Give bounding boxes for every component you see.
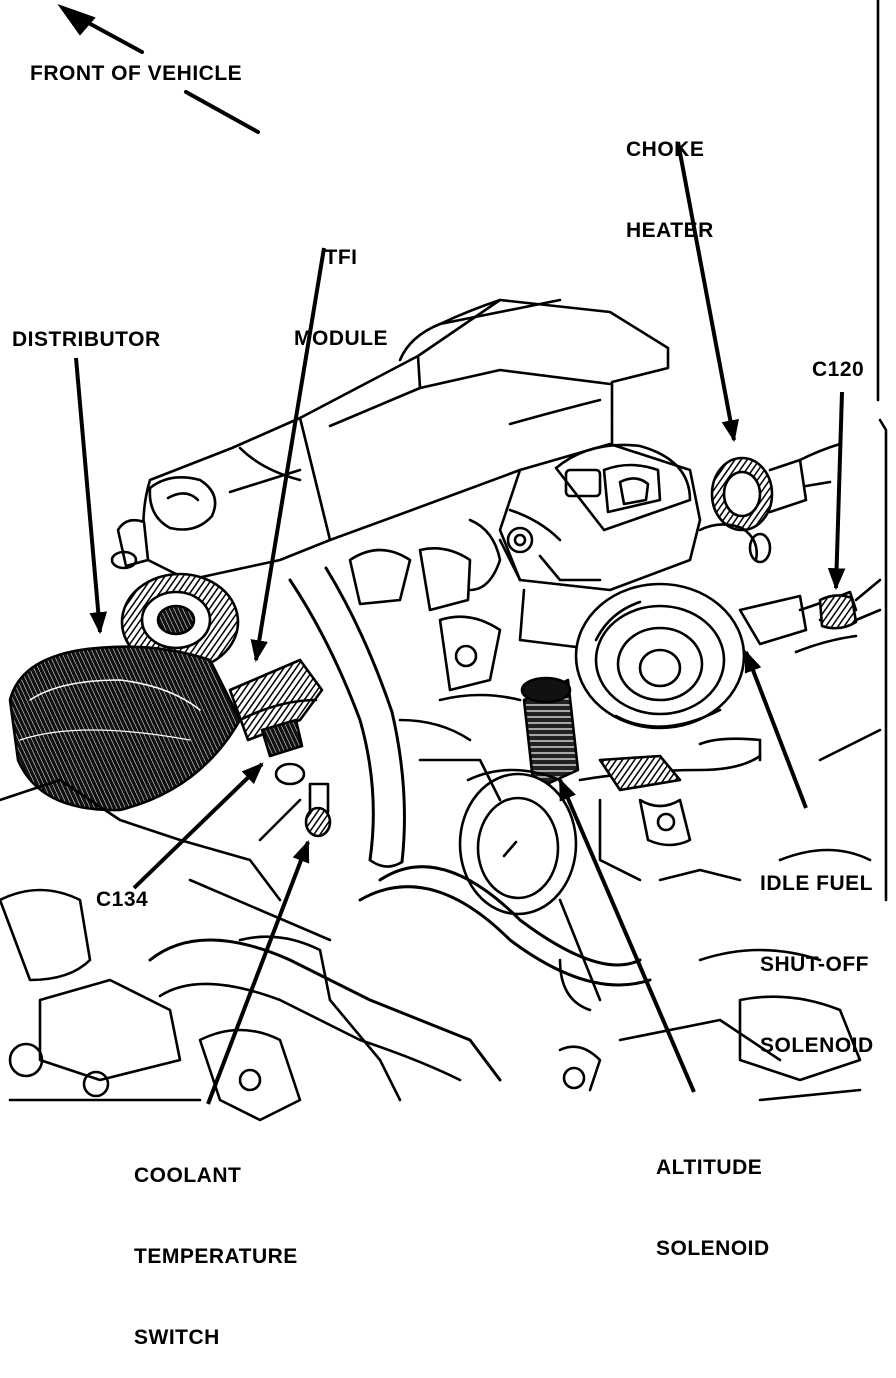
label-choke-heater-line1: CHOKE	[626, 138, 705, 161]
front-direction-arrow	[57, 4, 260, 134]
label-altitude-solenoid: ALTITUDE SOLENOID	[656, 1100, 770, 1289]
distributor-part	[8, 572, 242, 812]
label-c134: C134	[96, 888, 149, 911]
arrow-c134	[132, 762, 264, 890]
label-distributor: DISTRIBUTOR	[12, 328, 161, 351]
label-tfi-module-line2: MODULE	[294, 327, 388, 350]
label-c120: C120	[812, 358, 865, 381]
choke-heater-part	[710, 442, 842, 532]
arrow-c120	[827, 391, 846, 591]
arrow-altitude-solenoid	[558, 777, 696, 1093]
label-altitude-line2: SOLENOID	[656, 1237, 770, 1260]
idle-solenoid-connector	[738, 594, 808, 646]
pulley-wheel	[574, 582, 746, 730]
cylinder-head	[142, 416, 332, 582]
label-altitude-line1: ALTITUDE	[656, 1156, 763, 1179]
lower-pipe	[148, 938, 502, 1082]
upper-hose	[288, 578, 375, 862]
engine-drawing	[0, 0, 888, 1122]
arrow-coolant-switch	[206, 839, 310, 1105]
arrow-distributor	[74, 357, 108, 635]
engine-diagram	[0, 0, 888, 1122]
arrow-tfi-module	[250, 247, 326, 663]
pump-housing	[458, 768, 578, 916]
tfi-module-part	[228, 658, 324, 742]
label-coolant-line3: SWITCH	[134, 1326, 220, 1349]
label-front-of-vehicle: FRONT OF VEHICLE	[30, 62, 243, 85]
arrow-idle-fuel	[744, 649, 808, 809]
coolant-switch-part	[274, 762, 332, 838]
altitude-solenoid-part	[520, 676, 580, 792]
label-coolant-temperature-switch: COOLANT TEMPERATURE SWITCH	[134, 1108, 298, 1378]
oil-filler-cap	[116, 518, 150, 568]
label-tfi-module-line1: TFI	[324, 246, 358, 269]
drive-belt	[378, 865, 642, 967]
leader-arrows	[74, 141, 846, 1105]
arrow-choke-heater	[676, 141, 739, 443]
label-coolant-line2: TEMPERATURE	[134, 1245, 298, 1268]
label-idle-fuel-line2: SHUT-OFF	[760, 953, 869, 976]
carburetor	[498, 442, 702, 592]
c120-connector-part	[818, 578, 882, 630]
label-tfi-module: TFI MODULE	[286, 190, 396, 379]
valve-cover	[298, 298, 670, 542]
label-idle-fuel-line1: IDLE FUEL	[760, 872, 873, 895]
c134-connector-part	[260, 718, 304, 758]
label-coolant-line1: COOLANT	[134, 1164, 242, 1187]
label-choke-heater-line2: HEATER	[626, 219, 714, 242]
label-choke-heater: CHOKE HEATER	[626, 82, 714, 271]
label-idle-fuel-shutoff-solenoid: IDLE FUEL SHUT-OFF SOLENOID	[760, 816, 874, 1086]
label-idle-fuel-line3: SOLENOID	[760, 1034, 874, 1057]
